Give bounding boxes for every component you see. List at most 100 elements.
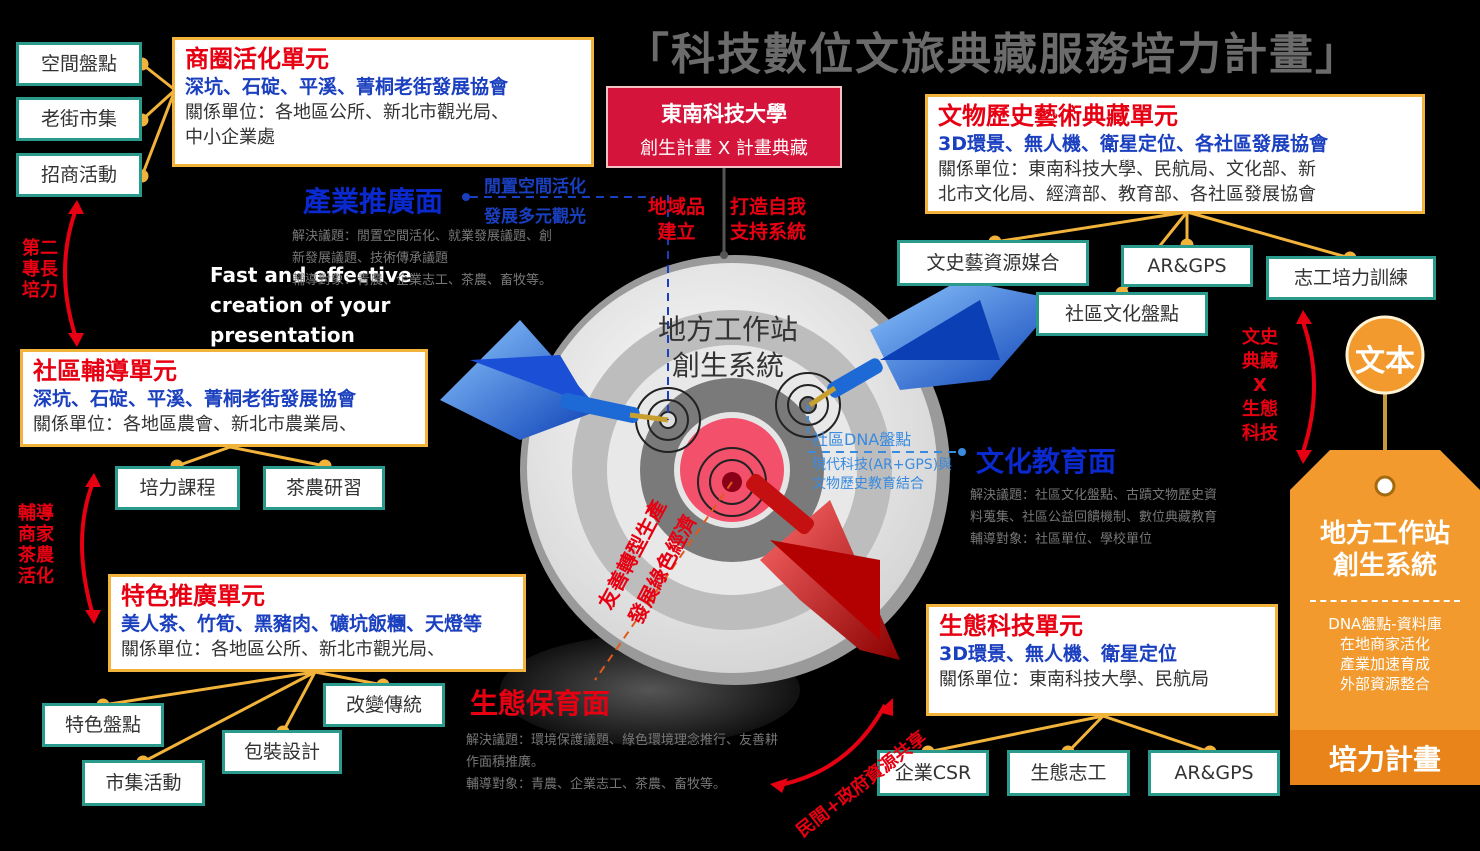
side-line: 典藏 [1228, 350, 1292, 374]
side-char: 長 [40, 259, 58, 280]
education-dna: 社區DNA盤點 [812, 426, 911, 450]
side-char: 二 [40, 238, 58, 259]
school-box: 東南科技大學 創生計畫 X 計畫典藏 [606, 86, 842, 168]
unit-related: 關係單位：東南科技大學、民航局 [939, 667, 1265, 692]
education-title: 文化教育面 [976, 440, 1116, 480]
target-label-line: 創生系統 [628, 348, 828, 384]
local-brand-label: 地域品 建立 [648, 195, 705, 245]
ecology-notes: 解決議題：環境保護議題、綠色環境理念推行、友善耕 作面積推廣。 輔導對象：青農、… [466, 730, 778, 796]
target-label: 地方工作站 創生系統 [628, 312, 828, 384]
industry-title: 產業推廣面 [303, 180, 443, 220]
side-char: 第 [22, 238, 40, 259]
note-line: 作面積推廣。 [466, 752, 778, 774]
self-support-line: 打造自我 [730, 195, 806, 220]
self-support-line: 支持系統 [730, 220, 806, 245]
page-title: 「科技數位文旅典藏服務培力計畫」 [625, 18, 1361, 82]
side-label-heritage-eco: 文史 典藏 X 生態 科技 [1228, 326, 1292, 446]
overlay-line: creation of your [210, 290, 412, 320]
unit-related: 關係單位：各地區農會、新北市農業局、 [33, 412, 415, 437]
side-char: 導 [36, 503, 54, 524]
side-char: 培 [22, 280, 40, 301]
unit-body: 美人茶、竹筍、黑豬肉、礦坑飯糰、天燈等 [121, 611, 513, 637]
tag-title-line: 創生系統 [1290, 550, 1480, 582]
tag-item: 在地商家活化 [1290, 634, 1480, 654]
unit-body: 3D環景、無人機、衛星定位、各社區發展協會 [938, 131, 1412, 157]
tag-packaging-design: 包裝設計 [222, 730, 342, 774]
side-label-second-skill: 第二 專長 培力 [18, 238, 62, 301]
education-sub: 現代科技(AR+GPS)與 文物歷史教育結合 [812, 456, 952, 494]
tag-training-course: 培力課程 [115, 466, 240, 510]
school-subtitle: 創生計畫 X 計畫典藏 [608, 134, 840, 160]
side-char: 茶 [18, 545, 36, 566]
overlay-line: presentation [210, 320, 412, 350]
tag-panel-footer: 培力計畫 [1290, 738, 1480, 778]
note-line: 料蒐集、社區公益回饋機制、數位典藏教育 [970, 507, 1217, 529]
industry-sub1: 閒置空間活化 [484, 172, 586, 197]
local-brand-line: 建立 [648, 220, 705, 245]
side-char: 專 [22, 259, 40, 280]
note-line: 解決議題：環境保護議題、綠色環境理念推行、友善耕 [466, 730, 778, 752]
tag-culture-inventory: 社區文化盤點 [1036, 292, 1208, 336]
tag-investment-event: 招商活動 [16, 153, 142, 197]
unit-related: 中小企業處 [185, 125, 581, 150]
unit-title: 商圈活化單元 [185, 44, 581, 74]
tag-title-line: 地方工作站 [1290, 518, 1480, 550]
side-char: 輔 [18, 503, 36, 524]
unit-related: 關係單位：各地區公所、新北市觀光局、 [185, 100, 581, 125]
unit-community: 社區輔導單元 深坑、石碇、平溪、菁桐老街發展協會 關係單位：各地區農會、新北市農… [20, 349, 428, 447]
education-sub-line: 文物歷史教育結合 [812, 475, 952, 494]
tag-market-event: 市集活動 [82, 760, 205, 806]
school-name: 東南科技大學 [608, 98, 840, 128]
note-line: 解決議題：閒置空間活化、就業發展議題、創 [292, 226, 552, 248]
unit-body: 深坑、石碇、平溪、菁桐老街發展協會 [185, 74, 581, 100]
industry-notes: 解決議題：閒置空間活化、就業發展議題、創 新發展議題、技術傳承議題 輔導對象：青… [292, 226, 552, 292]
unit-feature: 特色推廣單元 美人茶、竹筍、黑豬肉、礦坑飯糰、天燈等 關係單位：各地區公所、新北… [108, 574, 526, 672]
note-line: 輔導對象：青農、企業志工、茶農、畜牧等。 [466, 774, 778, 796]
tag-space-inventory: 空間盤點 [16, 42, 142, 86]
tag-resource-matching: 文史藝資源媒合 [897, 240, 1089, 286]
target-label-line: 地方工作站 [628, 312, 828, 348]
side-line: 科技 [1228, 422, 1292, 446]
education-notes: 解決議題：社區文化盤點、古蹟文物歷史資 料蒐集、社區公益回饋機制、數位典藏教育 … [970, 485, 1217, 551]
tag-panel-title: 地方工作站 創生系統 [1290, 518, 1480, 582]
unit-title: 文物歷史藝術典藏單元 [938, 101, 1412, 131]
industry-sub2: 發展多元觀光 [484, 202, 586, 227]
unit-body: 3D環景、無人機、衛星定位 [939, 641, 1265, 667]
tag-volunteer-training: 志工培力訓練 [1266, 256, 1436, 300]
unit-body: 深坑、石碇、平溪、菁桐老街發展協會 [33, 386, 415, 412]
tag-panel-items: DNA盤點-資料庫 在地商家活化 產業加速育成 外部資源整合 [1290, 614, 1480, 694]
side-char: 力 [40, 280, 58, 301]
tag-ar-gps: AR&GPS [1121, 245, 1253, 287]
side-label-merchant-guidance: 輔導 商家 茶農 活化 [14, 503, 58, 587]
unit-title: 生態科技單元 [939, 611, 1265, 641]
tag-item: 產業加速育成 [1290, 654, 1480, 674]
note-line: 輔導對象：社區單位、學校單位 [970, 529, 1217, 551]
unit-related: 北市文化局、經濟部、教育部、各社區發展協會 [938, 182, 1412, 207]
tag-tea-workshop: 茶農研習 [263, 466, 385, 510]
tag-ar-gps-eco: AR&GPS [1148, 750, 1280, 796]
education-sub-line: 現代科技(AR+GPS)與 [812, 456, 952, 475]
side-char: 農 [36, 545, 54, 566]
tag-item: DNA盤點-資料庫 [1290, 614, 1480, 634]
unit-commerce: 商圈活化單元 深坑、石碇、平溪、菁桐老街發展協會 關係單位：各地區公所、新北市觀… [172, 37, 594, 167]
tag-circle-text: 文本 [1342, 336, 1428, 380]
self-support-label: 打造自我 支持系統 [730, 195, 806, 245]
unit-related: 關係單位：各地區公所、新北市觀光局、 [121, 637, 513, 662]
tag-old-street-market: 老街市集 [16, 97, 142, 141]
side-char: 家 [36, 524, 54, 545]
side-line: 文史 [1228, 326, 1292, 350]
unit-ecotech: 生態科技單元 3D環景、無人機、衛星定位 關係單位：東南科技大學、民航局 [926, 604, 1278, 716]
note-line: 輔導對象：青農、企業志工、茶農、畜牧等。 [292, 270, 552, 292]
tag-item: 外部資源整合 [1290, 674, 1480, 694]
tag-change-tradition: 改變傳統 [323, 683, 445, 727]
side-char: 活 [18, 566, 36, 587]
tag-feature-inventory: 特色盤點 [42, 703, 164, 747]
side-line: 生態 [1228, 398, 1292, 422]
tag-panel-divider [1310, 600, 1460, 602]
unit-title: 特色推廣單元 [121, 581, 513, 611]
ecology-title: 生態保育面 [470, 682, 610, 722]
side-char: 化 [36, 566, 54, 587]
side-char: 商 [18, 524, 36, 545]
unit-heritage: 文物歷史藝術典藏單元 3D環景、無人機、衛星定位、各社區發展協會 關係單位：東南… [925, 94, 1425, 214]
side-line: X [1228, 374, 1292, 398]
